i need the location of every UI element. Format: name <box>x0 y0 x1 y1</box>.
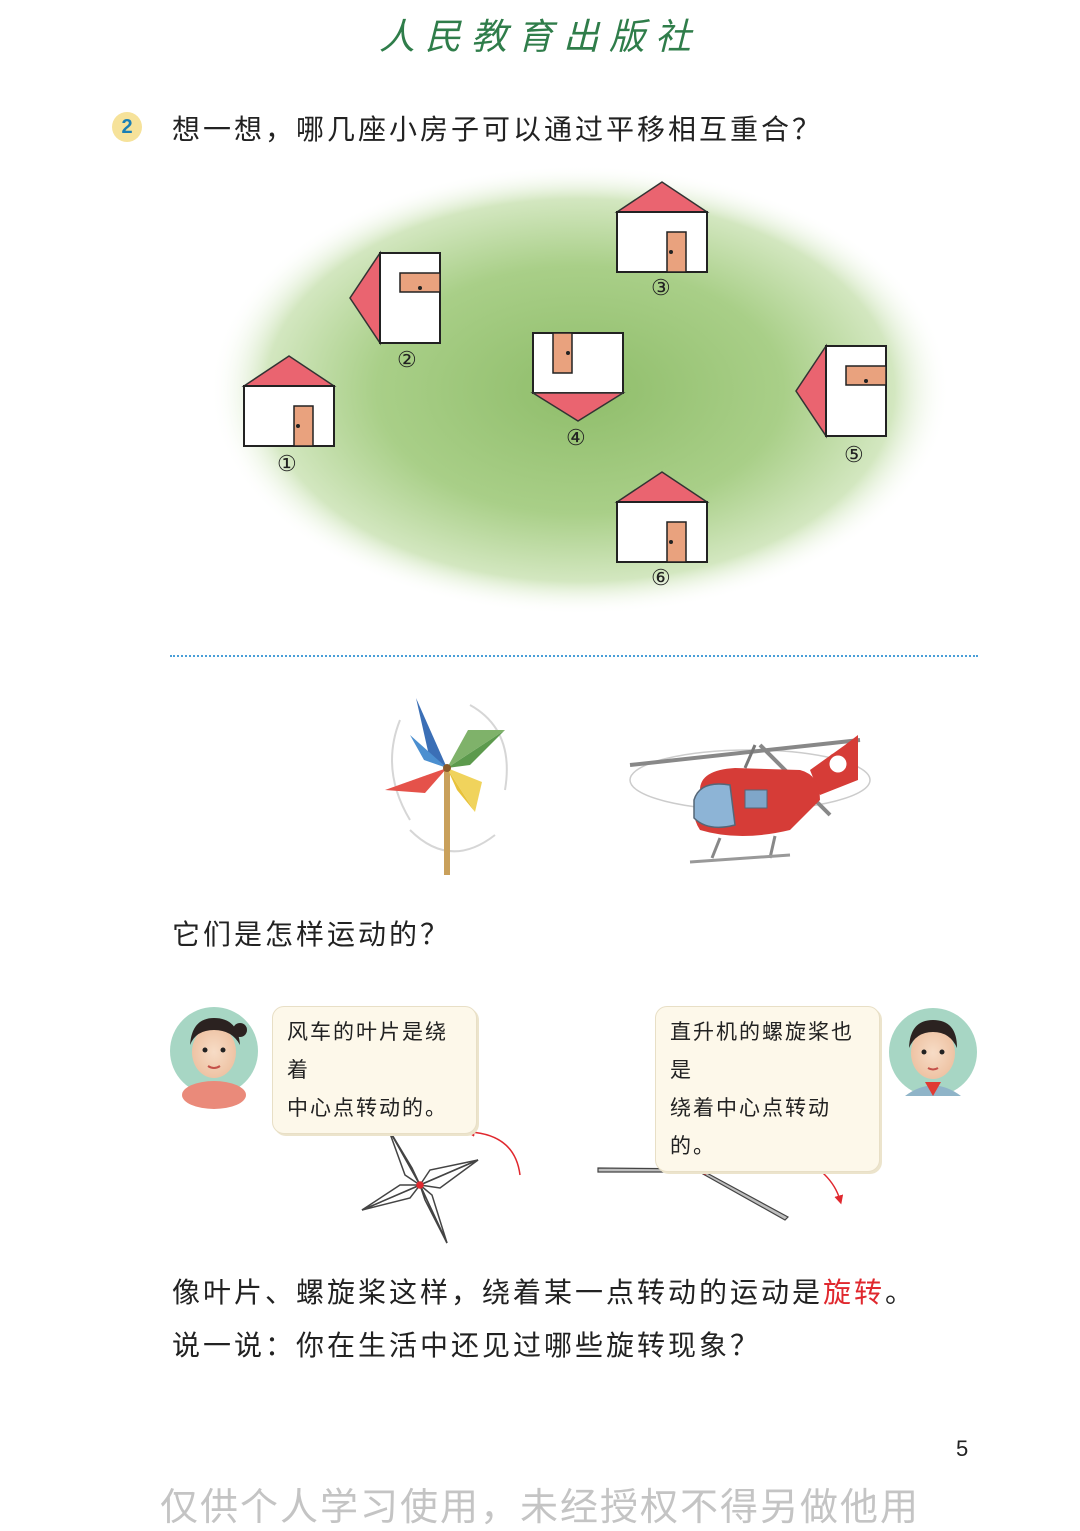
house-label-6: ⑥ <box>651 566 671 591</box>
house-label-1: ① <box>277 452 297 477</box>
question-number-badge: 2 <box>112 112 142 142</box>
house-label-3: ③ <box>651 276 671 301</box>
discussion-prompt: 说一说：你在生活中还见过哪些旋转现象？ <box>172 1329 762 1362</box>
girl-speech-line-2: 中心点转动的。 <box>287 1096 448 1120</box>
boy-speech-bubble: 直升机的螺旋桨也是 绕着中心点转动的。 <box>655 1006 880 1172</box>
house-label-5: ⑤ <box>844 443 864 468</box>
house-label-4: ④ <box>566 426 586 451</box>
house-1 <box>241 355 337 447</box>
rotation-definition: 像叶片、螺旋桨这样，绕着某一点转动的运动是旋转。 <box>172 1271 916 1311</box>
boy-speech-line-2: 绕着中心点转动的。 <box>670 1096 831 1158</box>
girl-speech-bubble: 风车的叶片是绕着 中心点转动的。 <box>272 1006 477 1134</box>
rotation-arrow-left <box>465 1127 521 1176</box>
boy-speech-line-1: 直升机的螺旋桨也是 <box>670 1020 854 1082</box>
helicopter-illustration <box>629 735 871 864</box>
house-5 <box>795 343 887 439</box>
section-divider <box>170 655 978 657</box>
question-text: 想一想，哪几座小房子可以通过平移相互重合？ <box>172 113 824 146</box>
pinwheel-diagram <box>361 1127 479 1244</box>
page-number: 5 <box>956 1436 969 1461</box>
girl-avatar <box>170 1007 258 1109</box>
motion-question: 它们是怎样运动的？ <box>172 918 452 951</box>
definition-term: 旋转 <box>823 1276 886 1309</box>
definition-text: 像叶片、螺旋桨这样，绕着某一点转动的运动是 <box>172 1276 824 1309</box>
house-label-2: ② <box>397 348 417 373</box>
house-6 <box>614 471 710 563</box>
house-3 <box>614 181 710 273</box>
pinwheel-illustration <box>385 698 508 875</box>
boy-avatar <box>889 1008 977 1096</box>
watermark: 仅供个人学习使用，未经授权不得另做他用 <box>159 1485 920 1529</box>
house-2 <box>349 250 441 346</box>
house-4 <box>530 332 626 422</box>
publisher-header: 人民教育出版社 <box>378 17 701 58</box>
definition-end: 。 <box>885 1276 917 1309</box>
girl-speech-line-1: 风车的叶片是绕着 <box>287 1020 448 1082</box>
